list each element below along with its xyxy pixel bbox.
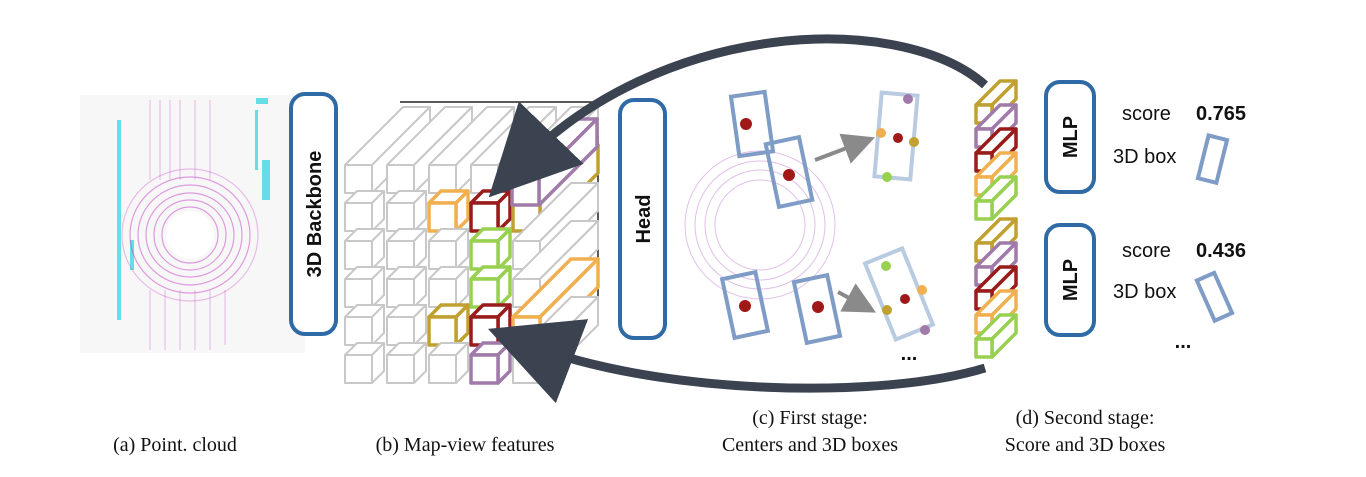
feature-cell [469, 227, 512, 271]
caption-c-line2: Centers and 3D boxes [721, 434, 899, 456]
stage1-ellipsis: ... [901, 343, 918, 365]
feature-cell [427, 189, 470, 233]
first-stage-image [684, 89, 936, 346]
feature-cell [344, 190, 385, 232]
caption-d-line2: Score and 3D boxes [1004, 434, 1166, 456]
score-value-1: 0.765 [1196, 103, 1246, 125]
feature-cell [469, 303, 512, 347]
detection-box [728, 89, 776, 159]
box-label-1: 3D box [1113, 146, 1176, 168]
center-point [739, 300, 751, 312]
detection-box [763, 134, 815, 210]
point-cloud-image [80, 95, 305, 353]
mlp-block-bottom [1044, 223, 1096, 337]
feedback-arrow-top [488, 34, 988, 198]
center-point [812, 301, 824, 313]
feature-cell [427, 303, 470, 347]
output-box-1 [1195, 133, 1230, 186]
zoomed-box [862, 245, 936, 343]
feature-cell [386, 304, 427, 346]
feature-cell [386, 190, 427, 232]
second-stage-feature-stack-bottom [974, 217, 1018, 359]
score-value-2: 0.436 [1196, 240, 1246, 262]
box-label-2: 3D box [1113, 281, 1176, 303]
stack-cell [974, 241, 1018, 287]
feature-cell [344, 228, 385, 270]
second-stage-feature-stack-top [974, 79, 1018, 221]
stack-cell [974, 175, 1018, 221]
feature-cell [428, 266, 469, 308]
score-label-2: score [1122, 240, 1171, 262]
caption-b: (b) Map-view features [375, 434, 555, 456]
mlp-label-top: MLP [1060, 116, 1082, 158]
stage1-arrow [814, 133, 875, 164]
caption-a: (a) Point. cloud [113, 434, 237, 456]
stack-cell [974, 313, 1018, 359]
backbone-label: 3D Backbone [304, 151, 326, 278]
head-block [618, 98, 667, 340]
feature-cell [428, 228, 469, 270]
backbone-block [289, 92, 338, 336]
feature-cell [386, 342, 427, 384]
center-point [740, 118, 752, 130]
stage1-arrow [837, 283, 877, 313]
caption-d-line1: (d) Second stage: [1015, 407, 1155, 429]
map-view-feature-grid [344, 101, 600, 385]
feature-cell [469, 189, 512, 233]
feature-cell [469, 341, 512, 385]
stage2-ellipsis: ... [1175, 331, 1192, 353]
feedback-arrow-bottom [487, 319, 987, 404]
output-box-2 [1194, 270, 1235, 324]
feature-cell [386, 228, 427, 270]
feature-cell [344, 266, 385, 308]
mlp-label-bottom: MLP [1060, 259, 1082, 301]
stack-cell [974, 79, 1018, 125]
mlp-block-top [1044, 80, 1096, 194]
score-label-1: score [1122, 103, 1171, 125]
center-point [783, 169, 795, 181]
feature-cell [428, 342, 469, 384]
feature-cell [469, 265, 512, 309]
feature-cell [344, 342, 385, 384]
caption-c-line1: (c) First stage: [752, 407, 868, 429]
feature-cell [386, 266, 427, 308]
detection-box [791, 272, 843, 346]
detection-box [719, 269, 771, 341]
head-label: Head [633, 195, 655, 244]
feature-cell [344, 304, 385, 346]
